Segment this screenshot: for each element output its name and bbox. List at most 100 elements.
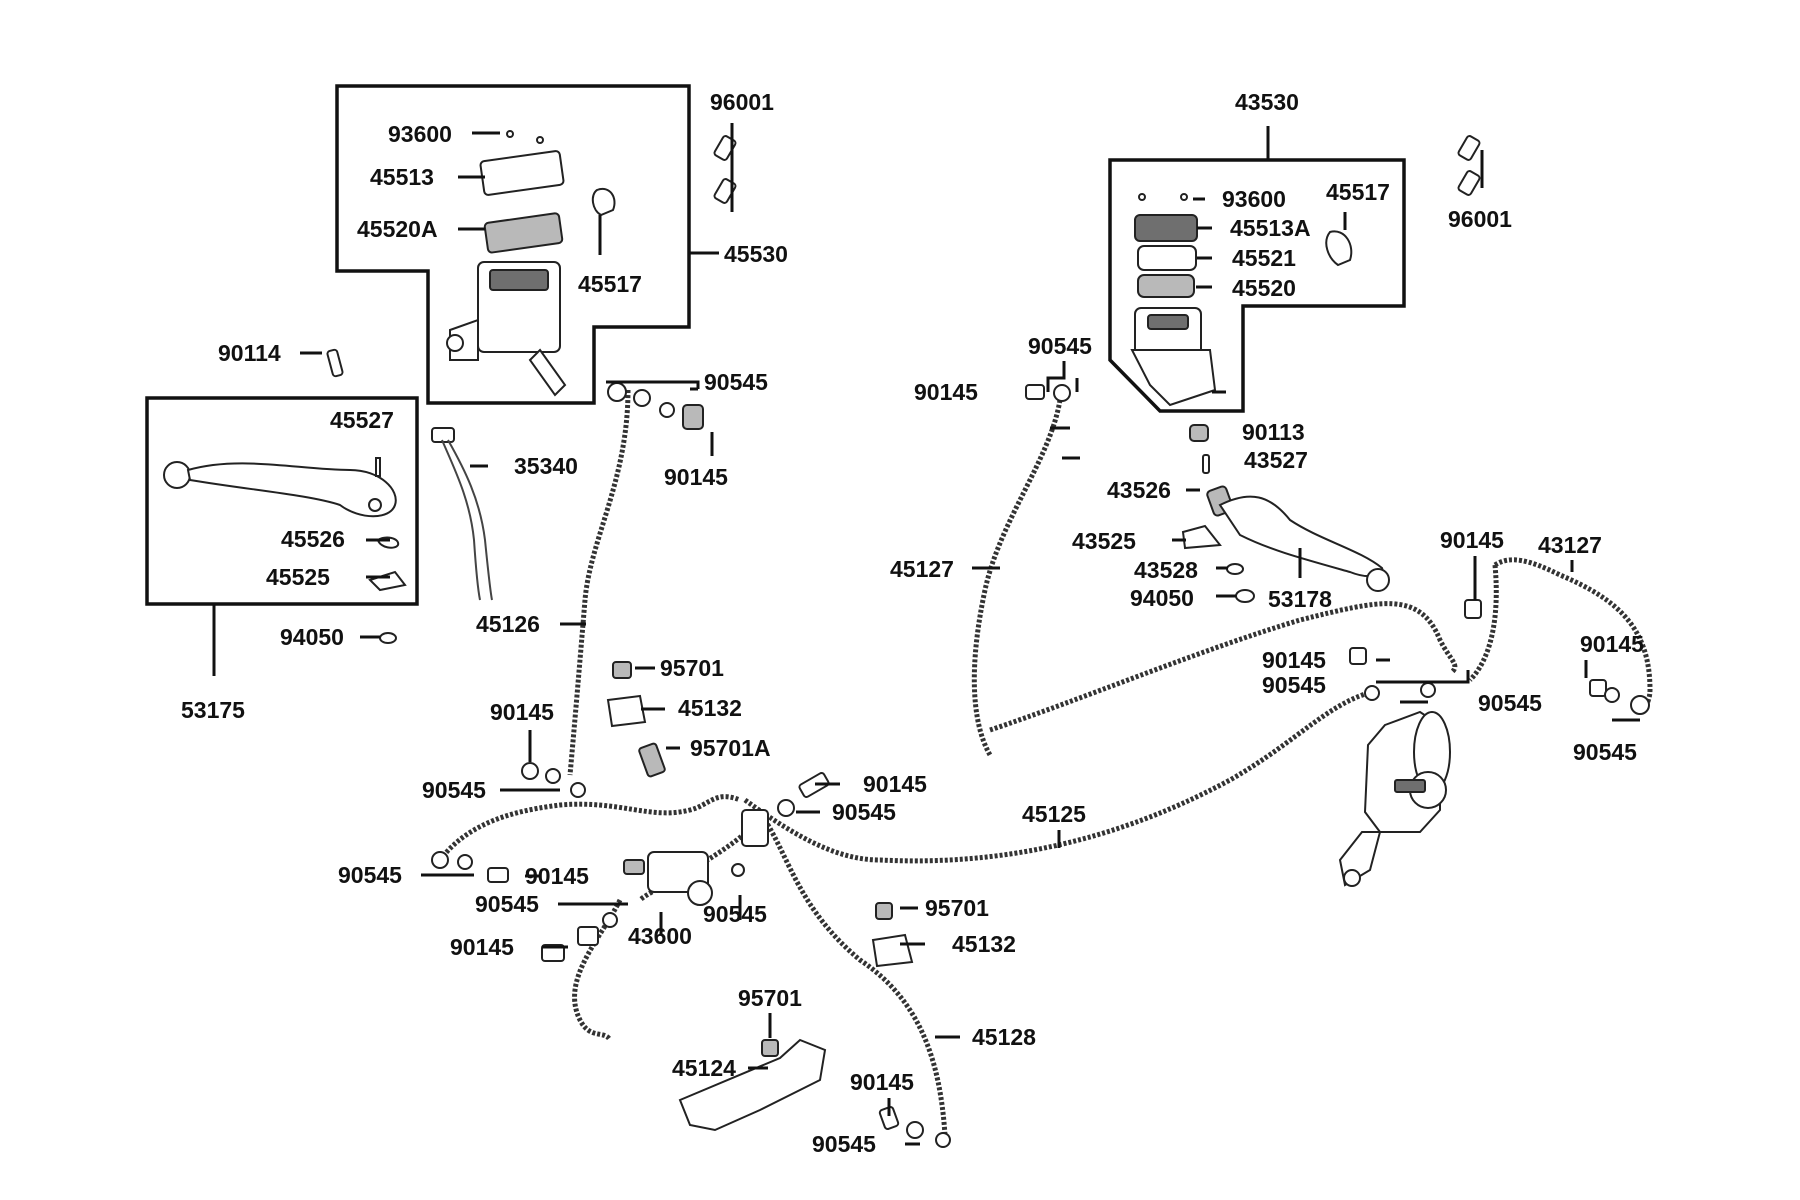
banjo-icon-90545-far-right xyxy=(1630,695,1650,715)
part-label: 45521 xyxy=(1232,245,1296,271)
hose-43127-lower xyxy=(1468,564,1499,682)
brake-switch-icon-35340 xyxy=(431,427,493,601)
clamp-icon-45132-b xyxy=(871,933,914,968)
bolt-icon-96001-right xyxy=(1457,135,1481,196)
bracket-icon-45124 xyxy=(678,1038,827,1132)
banjo-fitting-icon-top-45126 xyxy=(607,382,704,430)
screw-icon-90114 xyxy=(326,348,344,378)
bolt-icon-90145-lower xyxy=(878,1106,900,1130)
part-label: 95701A xyxy=(690,735,771,761)
hose-45125 xyxy=(743,687,1381,864)
part-label: 45517 xyxy=(1326,179,1390,205)
part-label: 90145 xyxy=(525,863,589,889)
part-label: 90145 xyxy=(1580,631,1644,657)
part-label: 43127 xyxy=(1538,532,1602,558)
bolt-icon-90145-far-right xyxy=(1589,679,1607,697)
junction-block-icon-43600 xyxy=(623,809,769,906)
part-label: 45125 xyxy=(1022,801,1086,827)
part-label: 90145 xyxy=(850,1069,914,1095)
part-label: 90545 xyxy=(812,1131,876,1157)
hose-45127-lower xyxy=(989,601,1458,733)
washer-icon-90545-right-mid xyxy=(1364,685,1380,701)
part-label: 45530 xyxy=(724,241,788,267)
part-label: 43527 xyxy=(1244,447,1308,473)
clamp-icon-45132-a xyxy=(606,694,647,728)
part-label: 94050 xyxy=(1130,585,1194,611)
washer-icon-90545-lower xyxy=(906,1121,924,1139)
leader-lines xyxy=(212,123,1640,1146)
brake-lever-left xyxy=(163,457,407,592)
part-label: 90545 xyxy=(832,799,896,825)
part-label: 90545 xyxy=(703,901,767,927)
bolt-icon-95701-b xyxy=(875,902,893,920)
part-label: 90545 xyxy=(422,777,486,803)
part-label: 90545 xyxy=(1573,739,1637,765)
bolt-icon-95701-a xyxy=(612,661,632,679)
part-label: 90114 xyxy=(218,340,281,366)
part-label: 45126 xyxy=(476,611,540,637)
part-label: 35340 xyxy=(514,453,578,479)
part-label: 45517 xyxy=(578,271,642,297)
hose-45128 xyxy=(762,818,948,1136)
part-label: 53178 xyxy=(1268,586,1332,612)
part-label: 45513A xyxy=(1230,215,1311,241)
bolt-icon-90145-right-upper xyxy=(1464,599,1482,619)
part-label: 90545 xyxy=(1028,333,1092,359)
part-labels: 93600 45513 45520A 45517 45530 96001 901… xyxy=(181,89,1644,1157)
part-label: 90113 xyxy=(1242,419,1305,445)
part-label: 45124 xyxy=(672,1055,736,1081)
banjo-icon-90545-right-top xyxy=(1053,384,1071,402)
master-cylinder-left xyxy=(446,130,616,397)
master-cylinder-right xyxy=(1130,193,1353,407)
bolt-icon-95701A xyxy=(638,742,666,778)
part-label: 95701 xyxy=(738,985,802,1011)
part-label: 93600 xyxy=(1222,186,1286,212)
brake-lever-right xyxy=(1181,424,1390,603)
part-label: 45513 xyxy=(370,164,434,190)
part-label: 96001 xyxy=(710,89,774,115)
hose-45126 xyxy=(567,389,631,776)
part-label: 45128 xyxy=(972,1024,1036,1050)
part-label: 43528 xyxy=(1134,557,1198,583)
part-label: 53175 xyxy=(181,697,245,723)
part-label: 93600 xyxy=(388,121,452,147)
washer-icon-90545-far-right xyxy=(1604,687,1620,703)
part-label: 90145 xyxy=(490,699,554,725)
part-label: 90145 xyxy=(1262,647,1326,673)
banjo-icon-90545-right-mid xyxy=(1420,682,1436,698)
part-label: 90545 xyxy=(475,891,539,917)
part-label: 43526 xyxy=(1107,477,1171,503)
part-label: 90145 xyxy=(863,771,927,797)
part-label: 90545 xyxy=(704,369,768,395)
washer-icon-94050-left xyxy=(379,632,397,644)
hose-45127 xyxy=(971,399,1063,757)
part-label: 45132 xyxy=(678,695,742,721)
bolt-icon-95701-c xyxy=(761,1039,779,1057)
part-label: 94050 xyxy=(280,624,344,650)
bolt-icon-90145-right-mid xyxy=(1349,647,1367,665)
part-label: 43600 xyxy=(628,923,692,949)
part-label: 43525 xyxy=(1072,528,1136,554)
part-label: 90145 xyxy=(1440,527,1504,553)
hose-45126-to-junction xyxy=(438,794,741,862)
part-label: 90545 xyxy=(338,862,402,888)
part-label: 43530 xyxy=(1235,89,1299,115)
part-label: 45527 xyxy=(330,407,394,433)
part-label: 45520 xyxy=(1232,275,1296,301)
part-label: 90545 xyxy=(1478,690,1542,716)
banjo-icon-90545-lower xyxy=(935,1132,951,1148)
part-label: 90145 xyxy=(450,934,514,960)
part-label: 95701 xyxy=(925,895,989,921)
part-label: 96001 xyxy=(1448,206,1512,232)
part-label: 90145 xyxy=(664,464,728,490)
part-label: 95701 xyxy=(660,655,724,681)
part-label: 45525 xyxy=(266,564,330,590)
part-label: 90145 xyxy=(914,379,978,405)
rear-master-cylinder-icon xyxy=(1338,710,1451,887)
fittings-icons-junction xyxy=(431,762,830,962)
part-label: 45520A xyxy=(357,216,438,242)
hose-lower-left xyxy=(572,898,623,1042)
part-label: 90545 xyxy=(1262,672,1326,698)
bolt-icon-90145-right-top xyxy=(1025,384,1045,400)
